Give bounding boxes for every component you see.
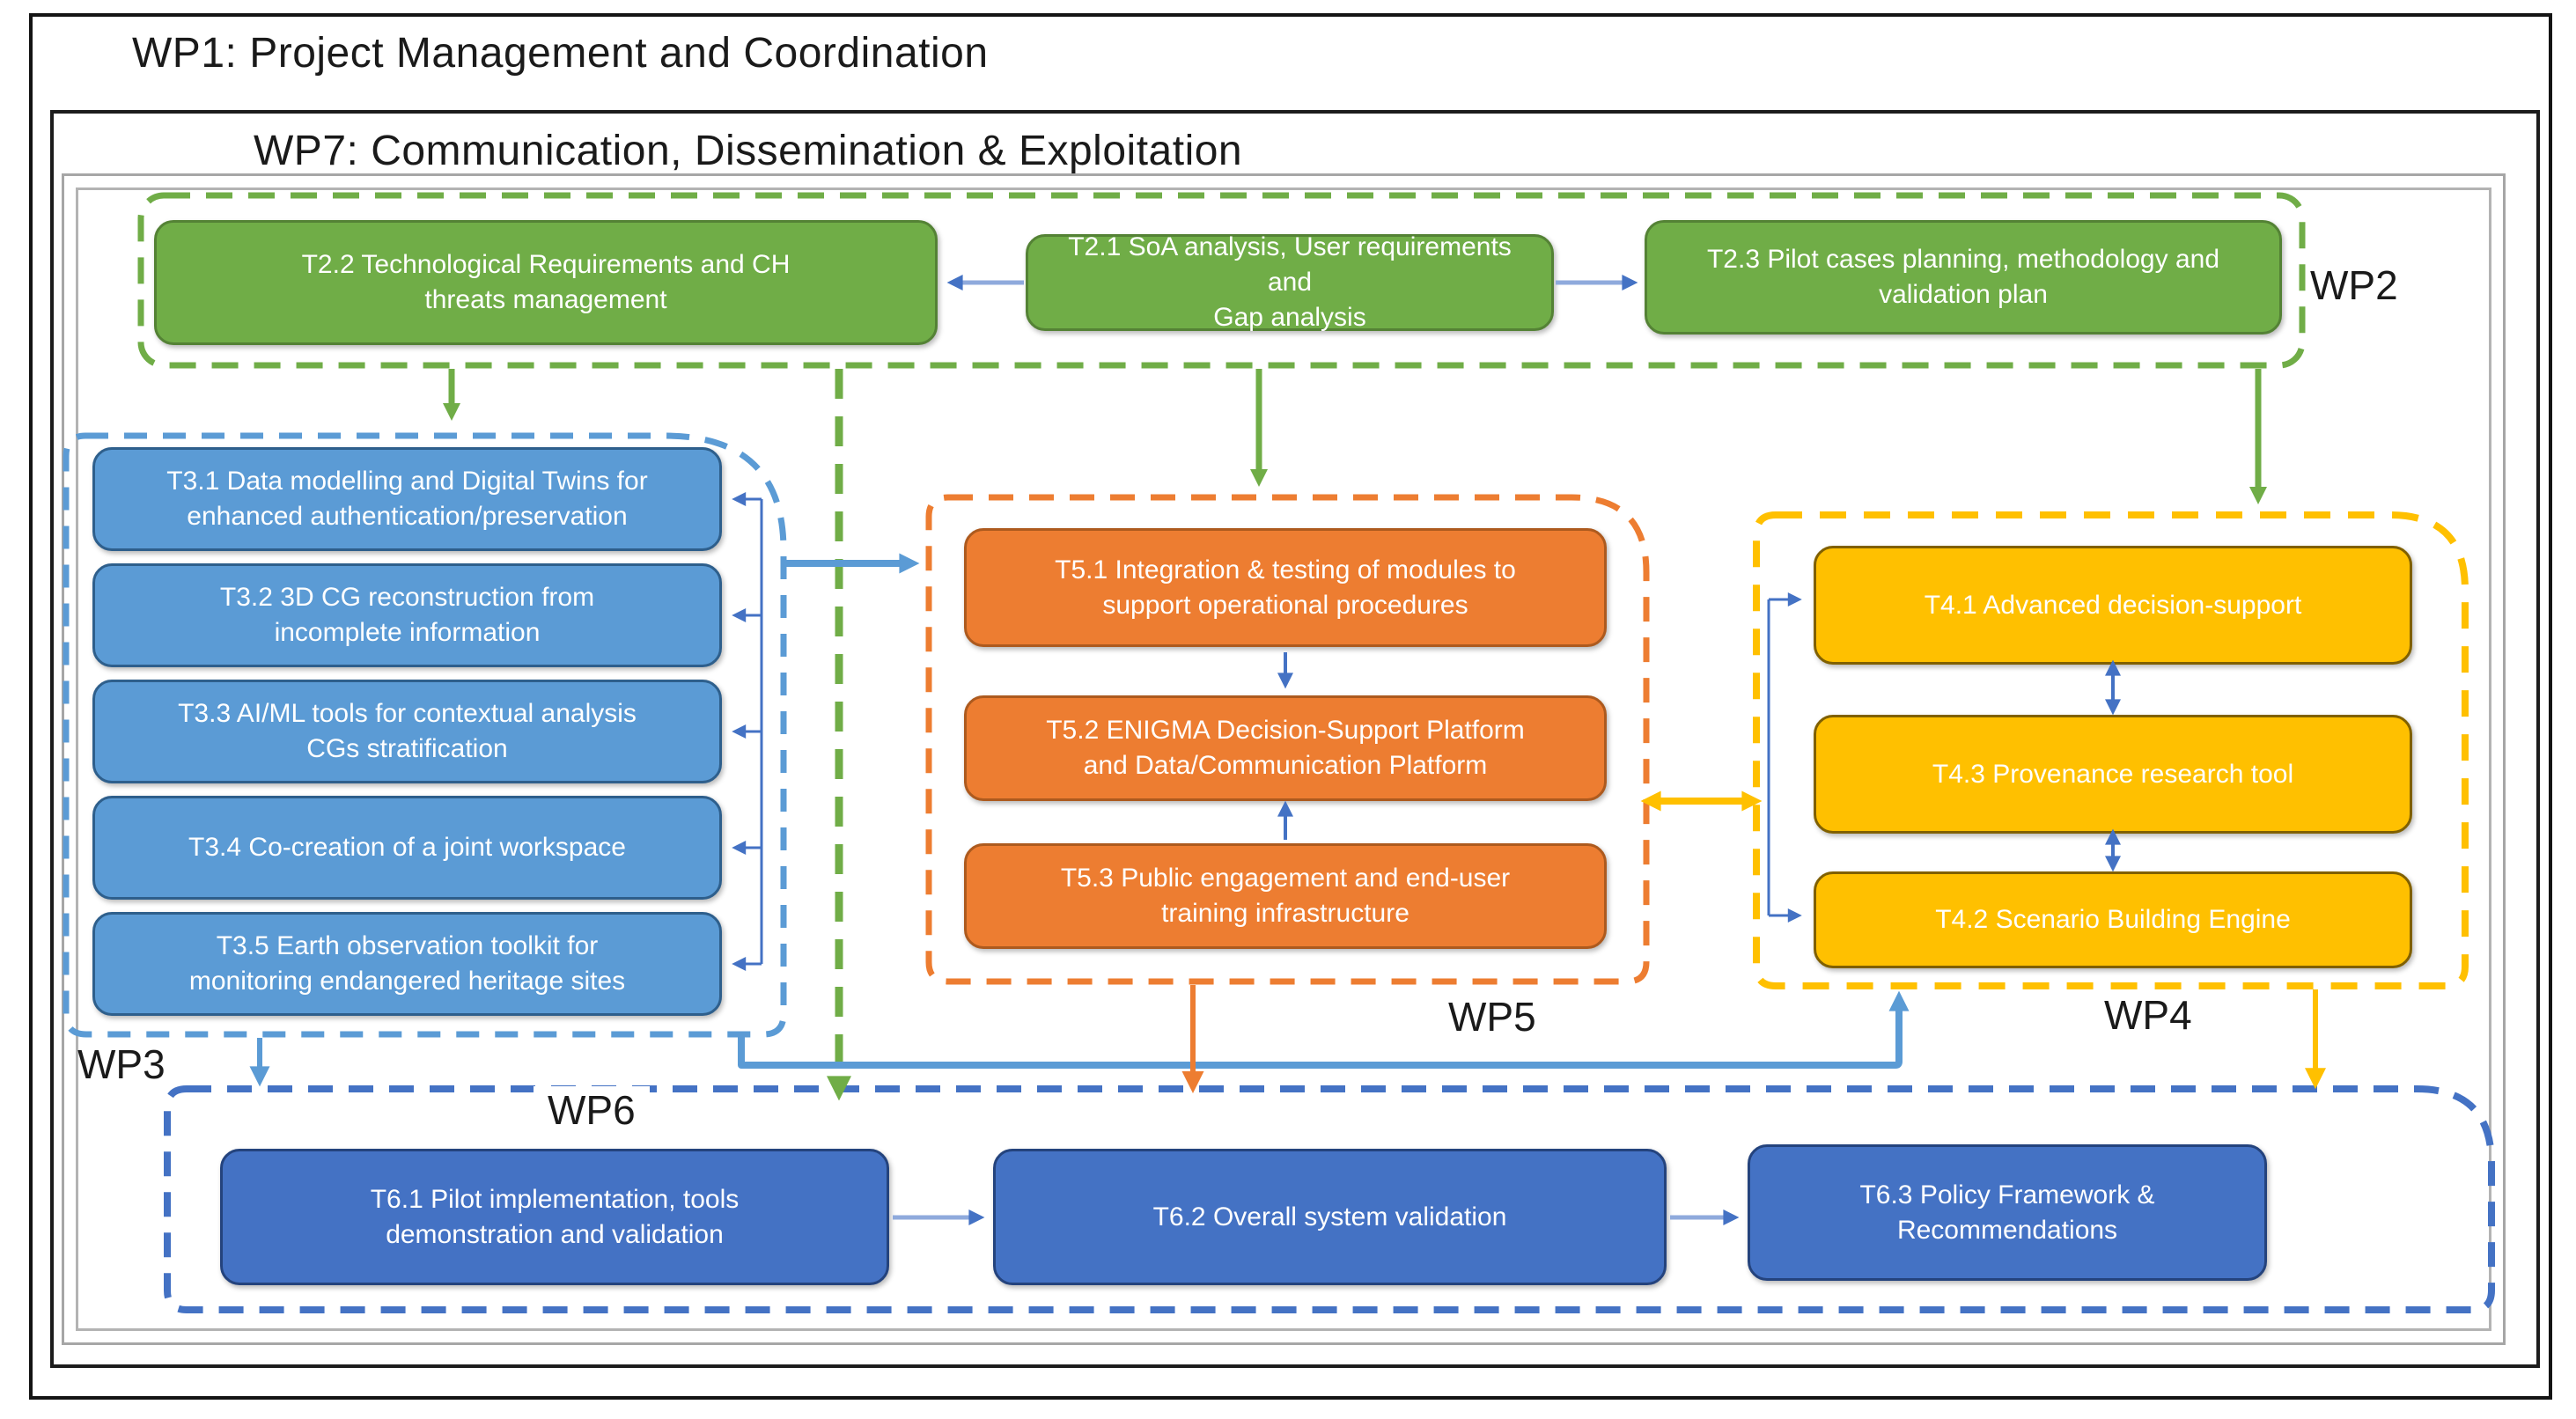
task-t6-2: T6.2 Overall system validation: [993, 1149, 1667, 1285]
task-t3-5: T3.5 Earth observation toolkit for monit…: [92, 912, 722, 1016]
task-t5-1: T5.1 Integration & testing of modules to…: [964, 528, 1607, 647]
task-t2-3: T2.3 Pilot cases planning, methodology a…: [1645, 220, 2282, 335]
task-t5-2: T5.2 ENIGMA Decision-Support Platform an…: [964, 695, 1607, 801]
wp7-border-frame: [50, 110, 2540, 1368]
task-t2-1: T2.1 SoA analysis, User requirements and…: [1026, 232, 1554, 332]
wp3-label: WP3: [77, 1041, 166, 1087]
task-t5-3: T5.3 Public engagement and end-user trai…: [964, 843, 1607, 949]
wp4-label: WP4: [2104, 992, 2192, 1038]
task-t3-2: T3.2 3D CG reconstruction from incomplet…: [92, 563, 722, 667]
task-t3-4: T3.4 Co-creation of a joint workspace: [92, 796, 722, 900]
task-t4-2: T4.2 Scenario Building Engine: [1814, 871, 2412, 968]
wp6-label: WP6: [534, 1086, 650, 1134]
outer-border-frame: [29, 13, 2552, 1400]
task-t4-3: T4.3 Provenance research tool: [1814, 715, 2412, 834]
task-t2-2: T2.2 Technological Requirements and CH t…: [154, 220, 938, 345]
wp7-title: WP7: Communication, Dissemination & Expl…: [254, 128, 1243, 174]
task-t4-1: T4.1 Advanced decision-support: [1814, 546, 2412, 665]
wp1-title: WP1: Project Management and Coordination: [132, 30, 989, 77]
task-t6-1: T6.1 Pilot implementation, tools demonst…: [220, 1149, 889, 1285]
wp2-label: WP2: [2310, 262, 2398, 308]
task-t3-1: T3.1 Data modelling and Digital Twins fo…: [92, 447, 722, 551]
task-t6-3: T6.3 Policy Framework & Recommendations: [1748, 1144, 2267, 1281]
wp5-label: WP5: [1448, 994, 1536, 1040]
task-t3-3: T3.3 AI/ML tools for contextual analysis…: [92, 680, 722, 783]
